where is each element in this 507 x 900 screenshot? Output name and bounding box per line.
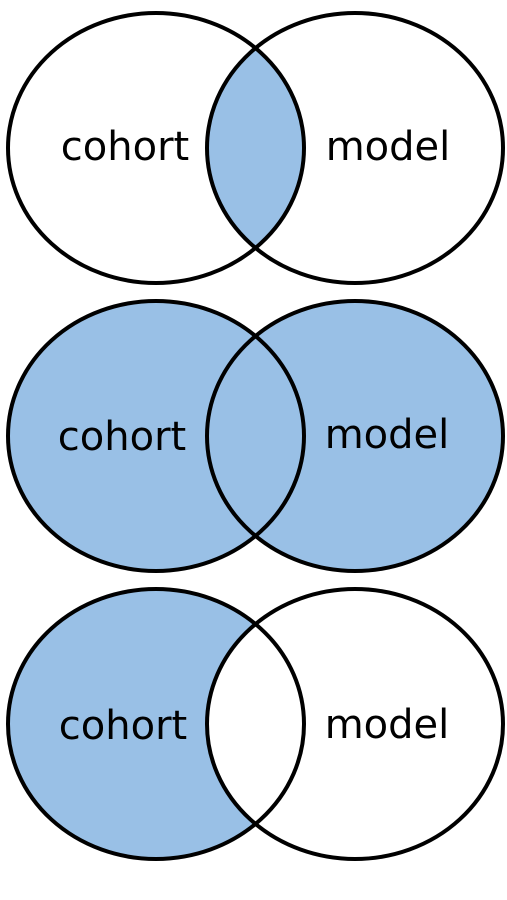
left-circle bbox=[6, 299, 306, 573]
venn-diagram-left-only: cohort model bbox=[6, 587, 505, 861]
right-label: model bbox=[325, 702, 450, 748]
venn-diagram-union: cohort model bbox=[6, 299, 505, 573]
right-label: model bbox=[325, 412, 450, 458]
right-fill bbox=[207, 301, 503, 571]
right-circle-mask bbox=[207, 589, 503, 859]
left-label: cohort bbox=[61, 124, 189, 170]
intersection-fill bbox=[207, 13, 304, 283]
left-circle bbox=[6, 11, 306, 285]
fill-region bbox=[207, 13, 304, 283]
right-circle bbox=[205, 587, 505, 861]
right-circle bbox=[205, 11, 505, 285]
venn-diagram-intersection: cohort model bbox=[6, 11, 505, 285]
left-label: cohort bbox=[58, 414, 186, 460]
right-label: model bbox=[326, 124, 451, 170]
left-circle bbox=[6, 587, 306, 861]
left-label: cohort bbox=[59, 703, 187, 749]
right-circle bbox=[205, 299, 505, 573]
